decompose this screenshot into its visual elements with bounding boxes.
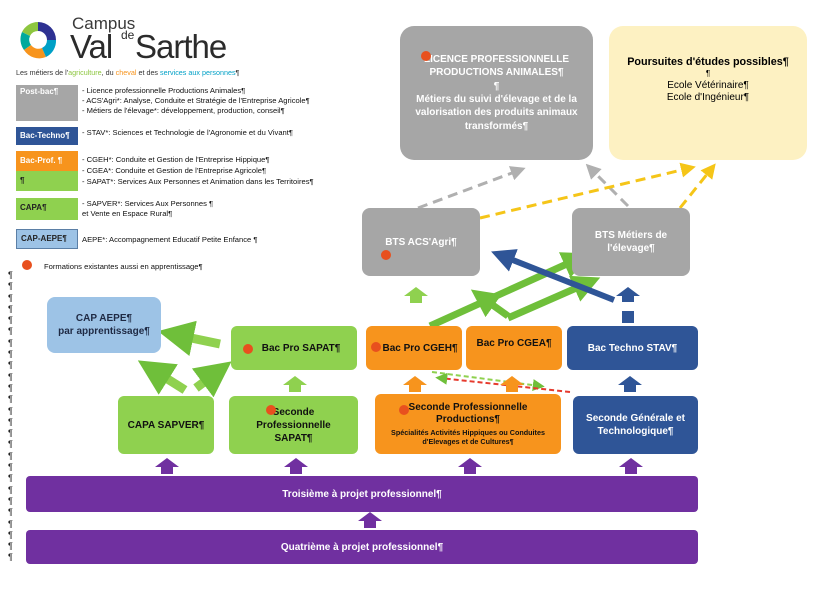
arrow-up-troisieme-seconde-sapat (284, 458, 308, 474)
cap-aepe-line-2: par apprentissage¶ (58, 326, 150, 337)
legend-capaepe-line-1: AEPE*: Accompagnement Educatif Petite En… (82, 235, 258, 244)
cap-aepe-line-1: CAP AEPE¶ (75, 313, 133, 324)
legend-bactechno-line-1: - STAV*: Sciences et Technologie de l'Ag… (82, 128, 293, 137)
box-seconde-pro-productions: Seconde Professionnelle Productions¶ Spé… (375, 394, 561, 454)
legend-bacpro-line-1: - CGEH*: Conduite et Gestion de l'Entrep… (82, 155, 270, 164)
box-quatrieme: Quatrième à projet professionnel¶ (26, 530, 698, 564)
logo-val: Val (70, 28, 113, 65)
box-bts-metiers-elevage: BTS Métiers de l'élevage¶ (572, 208, 690, 276)
arrow-up-troisieme-seconde-prod (458, 458, 482, 474)
legend-bactechno-swatch: Bac-Techno¶ (16, 127, 78, 145)
campus-logo-icon (20, 22, 57, 59)
legend-capa-line-1: - SAPVER*: Services Aux Personnes ¶ (82, 199, 214, 208)
legend-apprentissage-text: Formations existantes aussi en apprentis… (44, 262, 203, 271)
logo-sarthe: Sarthe (135, 28, 227, 65)
arrow-up-quatrieme-troisieme (358, 512, 382, 528)
seconde-prod-apprentissage-dot (399, 405, 409, 415)
arrow-bac-sapat-to-cap-aepe (157, 320, 221, 357)
margin-pilcrows: ¶¶¶¶¶¶¶¶¶¶¶¶¶¶¶¶¶¶¶¶¶¶¶¶¶¶ (8, 270, 13, 563)
box-troisieme: Troisième à projet professionnel¶ (26, 476, 698, 512)
bac-cgea-label: Bac Pro CGEA¶ (476, 338, 552, 349)
arrow-bts-acs-to-licence (417, 166, 526, 210)
legend-apprentissage-dot (22, 260, 32, 270)
bts-acs-apprentissage-dot (381, 250, 391, 260)
box-capa-sapver: CAPA SAPVER¶ (118, 396, 214, 454)
arrow-up-seconde-prod-cgeh (403, 376, 427, 392)
arrow-up-troisieme-seconde-gen (619, 458, 643, 474)
legend-bacpro-line-2: - CGEA*: Conduite et Gestion de l'Entrep… (82, 166, 267, 175)
box-seconde-pro-sapat: Seconde Professionnelle SAPAT¶ (229, 396, 358, 454)
arrow-up-cgeh-bts-acs (404, 287, 428, 303)
bac-stav-label: Bac Techno STAV¶ (587, 342, 678, 354)
licence-line-2: PRODUCTIONS ANIMALES¶ (429, 67, 564, 79)
arrow-up-seconde-gen-stav (618, 376, 642, 392)
troisieme-label: Troisième à projet professionnel¶ (282, 488, 442, 500)
box-bac-pro-cgeh: Bac Pro CGEH¶ (366, 326, 462, 370)
bac-sapat-label: Bac Pro SAPAT¶ (261, 342, 341, 354)
legend-bacpro-green-swatch: ¶ (16, 171, 78, 191)
arrow-sapver-to-bac-sapat (191, 361, 232, 398)
arrow-up-seconde-prod-cgea (500, 376, 524, 392)
box-bac-pro-cgea: Bac Pro CGEA¶ (466, 326, 562, 370)
legend-postbac-line-2: - ACS'Agri*: Analyse, Conduite et Straté… (82, 96, 310, 105)
box-cap-aepe: CAP AEPE¶ par apprentissage¶ (47, 297, 161, 353)
poursuites-ingenieur: Ecole d'Ingénieur¶ (666, 92, 750, 103)
capa-sapver-label: CAPA SAPVER¶ (127, 419, 205, 431)
arrow-stav-to-bts-acs (491, 249, 616, 303)
logo-tagline: Les métiers de l'agriculture, du cheval … (16, 68, 240, 77)
bac-sapat-apprentissage-dot (243, 344, 253, 354)
poursuites-veterinaire: Ecole Vétérinaire¶ (667, 80, 749, 91)
bts-elevage-label: BTS Métiers de l'élevage¶ (594, 230, 668, 254)
legend-capa-swatch: CAPA¶ (16, 198, 78, 220)
licence-line-3: ¶ (493, 80, 500, 92)
legend-postbac-swatch: Post-bac¶ (16, 85, 78, 121)
box-bac-techno-stav: Bac Techno STAV¶ (567, 326, 698, 370)
licence-line-4: Métiers du suivi d'élevage et de la valo… (415, 94, 578, 132)
seconde-prod-line-1: Seconde Professionnelle Productions¶ (408, 402, 528, 425)
legend-capaepe-swatch: CAP-AEPE¶ (16, 229, 78, 249)
poursuites-title: Poursuites d'études possibles¶ (627, 56, 789, 68)
arrow-sapver-to-cap-aepe (137, 360, 188, 395)
seconde-gen-label: Seconde Générale et Technologique¶ (586, 413, 685, 437)
legend-bacpro-swatch: Bac-Prof. ¶ (16, 151, 78, 171)
legend-postbac-line-1: - Licence professionnelle Productions An… (82, 86, 246, 95)
legend-capa-line-2: et Vente en Espace Rural¶ (82, 209, 173, 218)
arrow-bts-acs-to-poursuites (479, 162, 696, 220)
bac-cgeh-label: Bac Pro CGEH¶ (382, 342, 458, 354)
arrow-stem-stav (622, 311, 634, 323)
arrow-up-stav-bts-elevage (616, 287, 640, 302)
arrow-cgeh-to-bts-elevage (428, 252, 591, 330)
seconde-sapat-apprentissage-dot (266, 405, 276, 415)
box-licence-pro: LICENCE PROFESSIONNELLE PRODUCTIONS ANIM… (400, 26, 593, 160)
logo-de: de (121, 28, 135, 42)
arrow-up-troisieme-capa (155, 458, 179, 474)
quatrieme-label: Quatrième à projet professionnel¶ (280, 541, 444, 553)
box-poursuites: Poursuites d'études possibles¶ ¶ Ecole V… (609, 26, 807, 160)
arrow-up-seconde-sapat-bac (283, 376, 307, 392)
licence-line-1: LICENCE PROFESSIONNELLE (423, 53, 569, 65)
bac-cgeh-apprentissage-dot (371, 342, 381, 352)
arrow-bts-elevage-to-poursuites (678, 163, 716, 209)
arrow-cgea-to-bts-acs (470, 289, 511, 319)
logo-campus: Campus (72, 14, 136, 33)
bts-acs-label: BTS ACS'Agri¶ (385, 236, 457, 248)
seconde-prod-line-2: Spécialités Activités Hippiques ou Condu… (391, 428, 545, 446)
arrow-bts-elevage-to-licence (585, 163, 630, 208)
licence-apprentissage-dot (421, 51, 431, 61)
box-seconde-generale: Seconde Générale et Technologique¶ (573, 396, 698, 454)
seconde-sapat-label: Seconde Professionnelle SAPAT¶ (256, 406, 331, 444)
legend-postbac-line-3: - Métiers de l'élevage*: développement, … (82, 106, 285, 115)
poursuites-line-1: ¶ (705, 69, 711, 78)
legend-bacpro-line-3: - SAPAT*: Services Aux Personnes et Anim… (82, 177, 314, 186)
box-bts-acs-agri: BTS ACS'Agri¶ (362, 208, 480, 276)
